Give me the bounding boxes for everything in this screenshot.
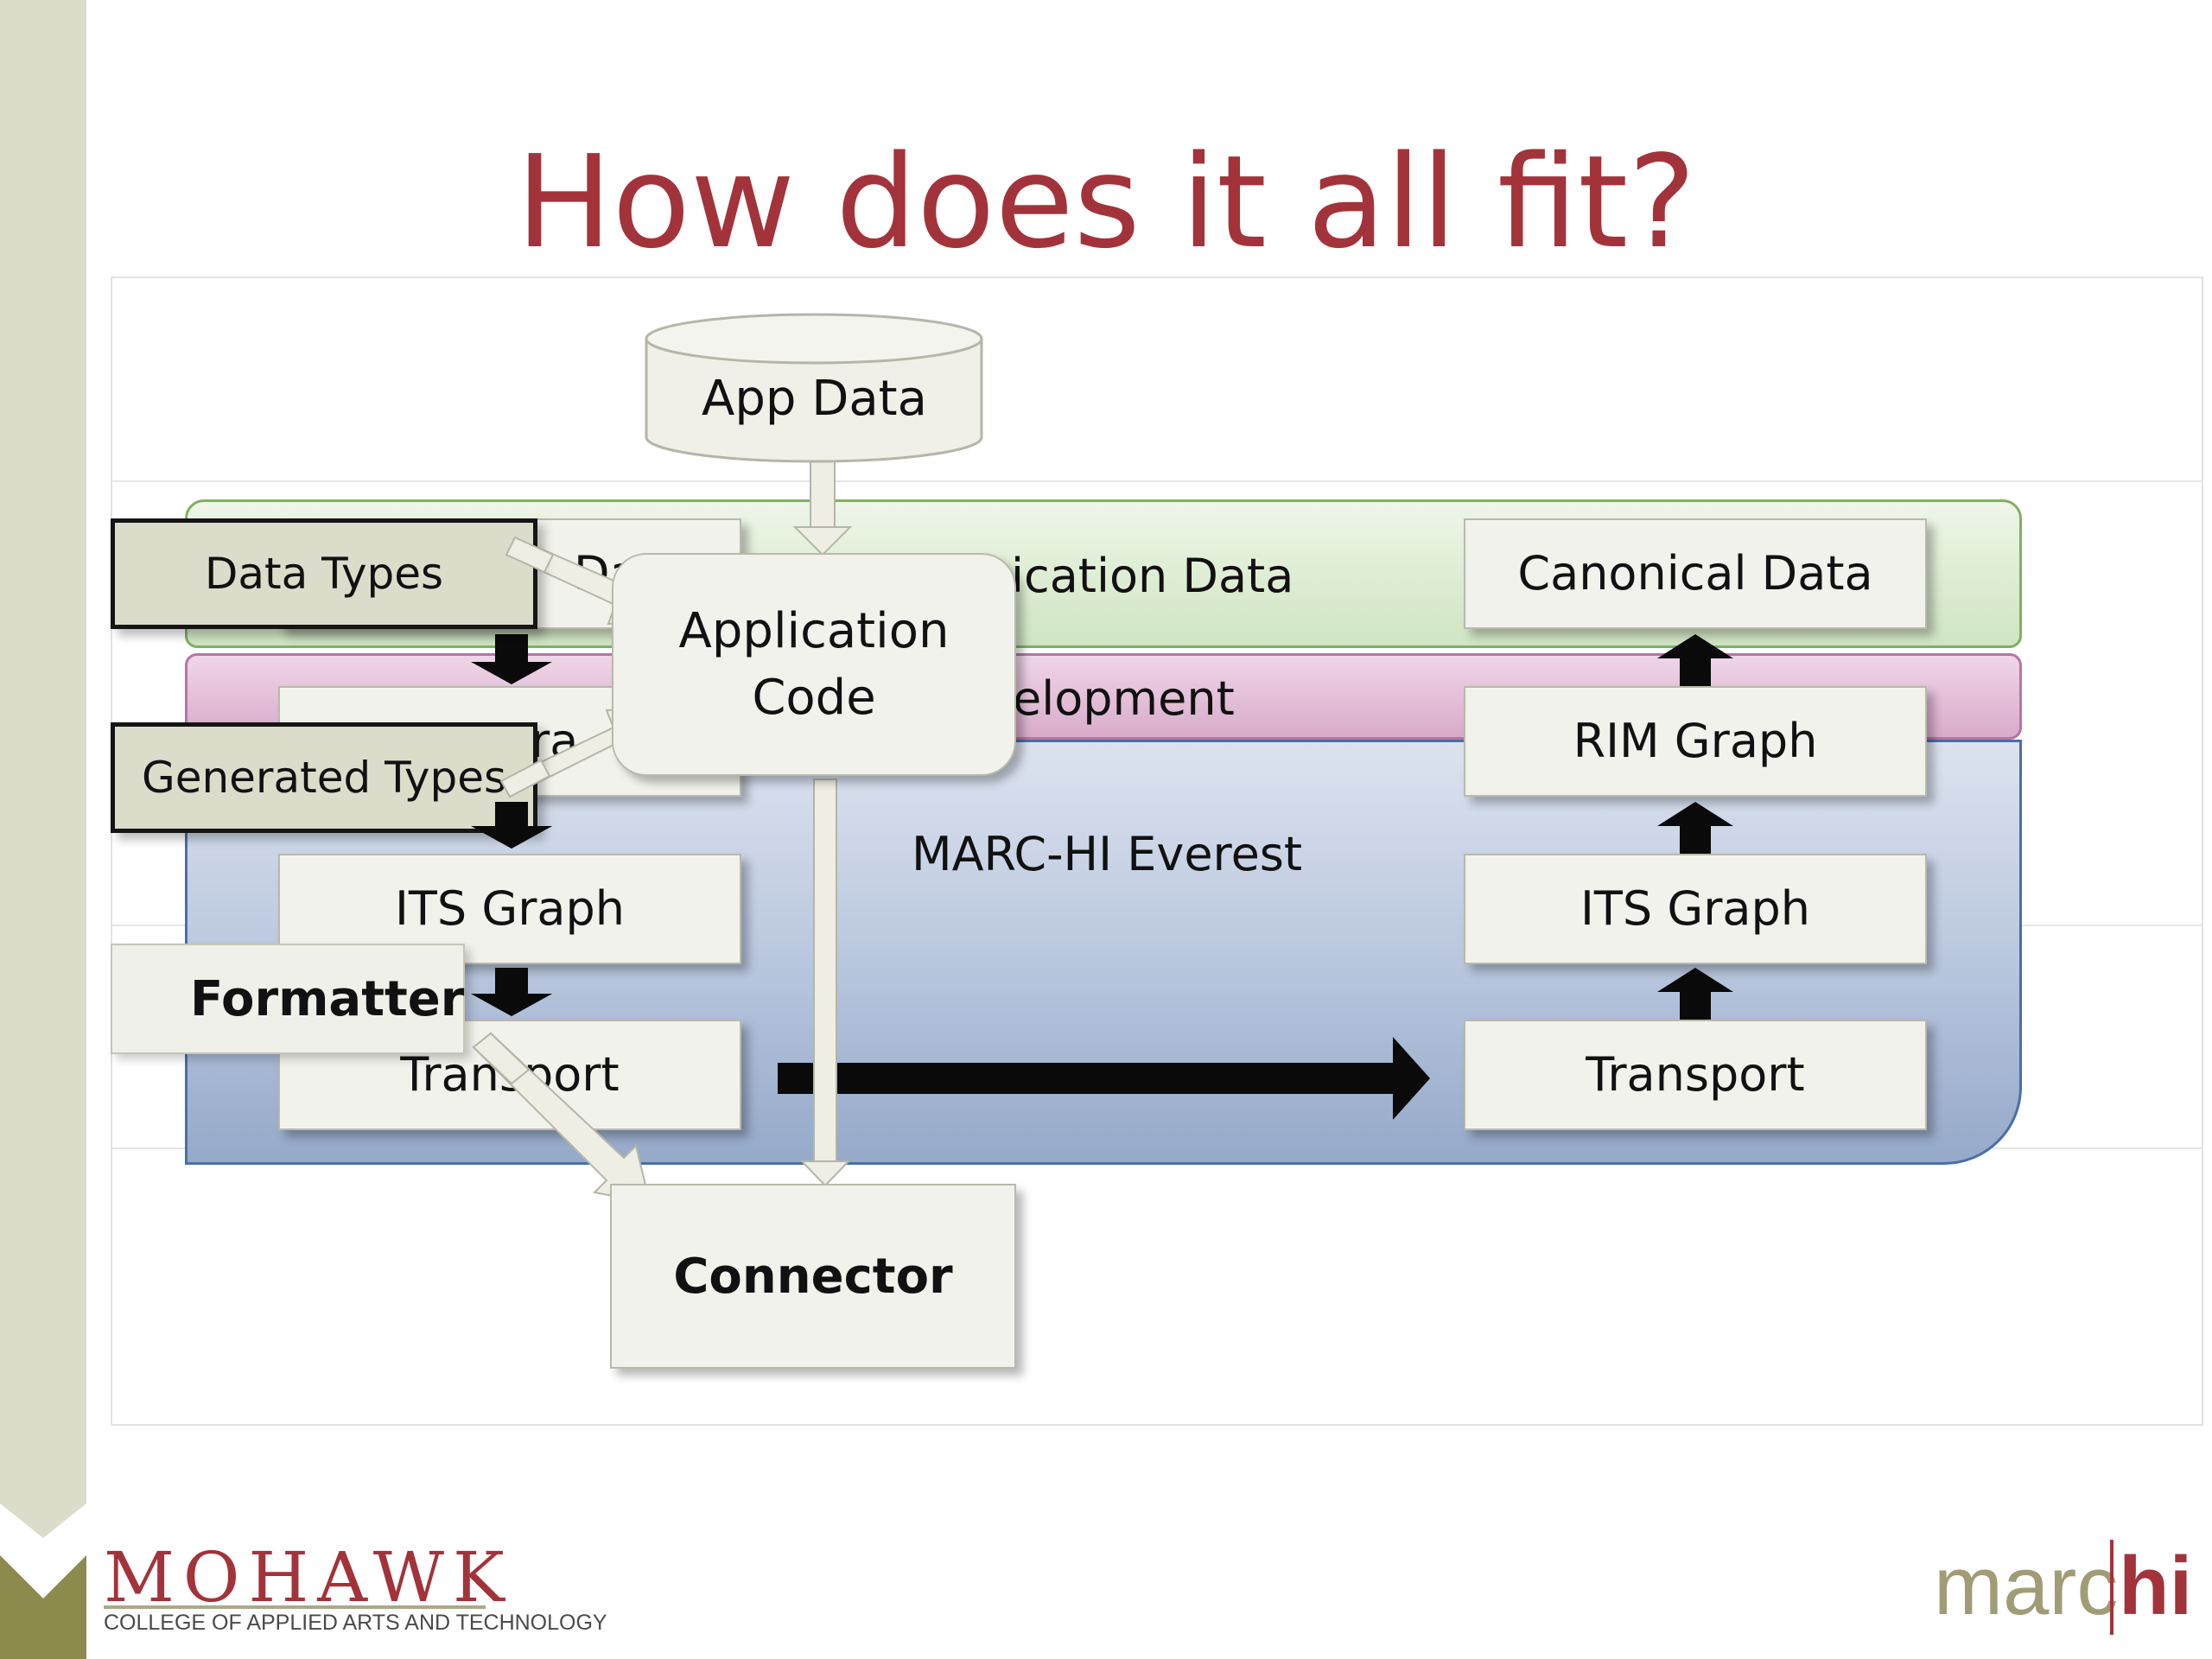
- transport-flow-arrow: [778, 1037, 1430, 1120]
- connector-box: Connector: [610, 1184, 1016, 1369]
- row-divider: [111, 480, 2203, 482]
- application-code-line-1: Application: [678, 602, 950, 659]
- application-code-line-2: Code: [752, 670, 876, 726]
- marchi-logo-left: marc: [1934, 1540, 2119, 1632]
- everest-band-label: MARC-HI Everest: [912, 827, 1303, 881]
- code-to-connector-arrow: [799, 779, 851, 1187]
- mohawk-logo-rule: [104, 1605, 486, 1609]
- rim-graph-box: RIM Graph: [1464, 686, 1927, 797]
- its-graph-right-box: ITS Graph: [1464, 854, 1927, 964]
- up-arrow-icon: [1657, 634, 1733, 686]
- diagram-frame: [111, 276, 2203, 1426]
- formatter-arrow: [472, 1032, 652, 1205]
- app-data-label: App Data: [702, 371, 927, 427]
- data-types-box: Data Types: [111, 518, 537, 629]
- application-code-box: Application Code: [612, 553, 1016, 776]
- up-arrow-icon: [1657, 968, 1733, 1020]
- mohawk-logo: MOHAWK: [104, 1537, 513, 1618]
- chevron-decoration: [0, 1503, 86, 1659]
- canonical-data-box: Canonical Data: [1464, 518, 1927, 629]
- application-data-band-label: ication Data: [1011, 549, 1294, 603]
- mohawk-logo-subtitle: COLLEGE OF APPLIED ARTS AND TECHNOLOGY: [104, 1611, 607, 1635]
- slide-title: How does it all fit?: [516, 128, 1696, 276]
- up-arrow-icon: [1657, 802, 1733, 854]
- marchi-logo-right: hi: [2119, 1540, 2193, 1632]
- development-band-label: elopment: [1013, 671, 1235, 726]
- down-arrow-icon: [471, 968, 552, 1016]
- transport-right-box: Transport: [1464, 1020, 1927, 1130]
- down-arrow-icon: [471, 634, 552, 684]
- generated-types-box: Generated Types: [111, 722, 537, 833]
- marchi-logo-divider: [2110, 1540, 2113, 1635]
- formatter-box: Formatter: [111, 944, 465, 1054]
- app-data-arrow: [792, 455, 853, 556]
- sidebar-decoration: [0, 0, 86, 1659]
- app-data-database-icon: [645, 313, 983, 463]
